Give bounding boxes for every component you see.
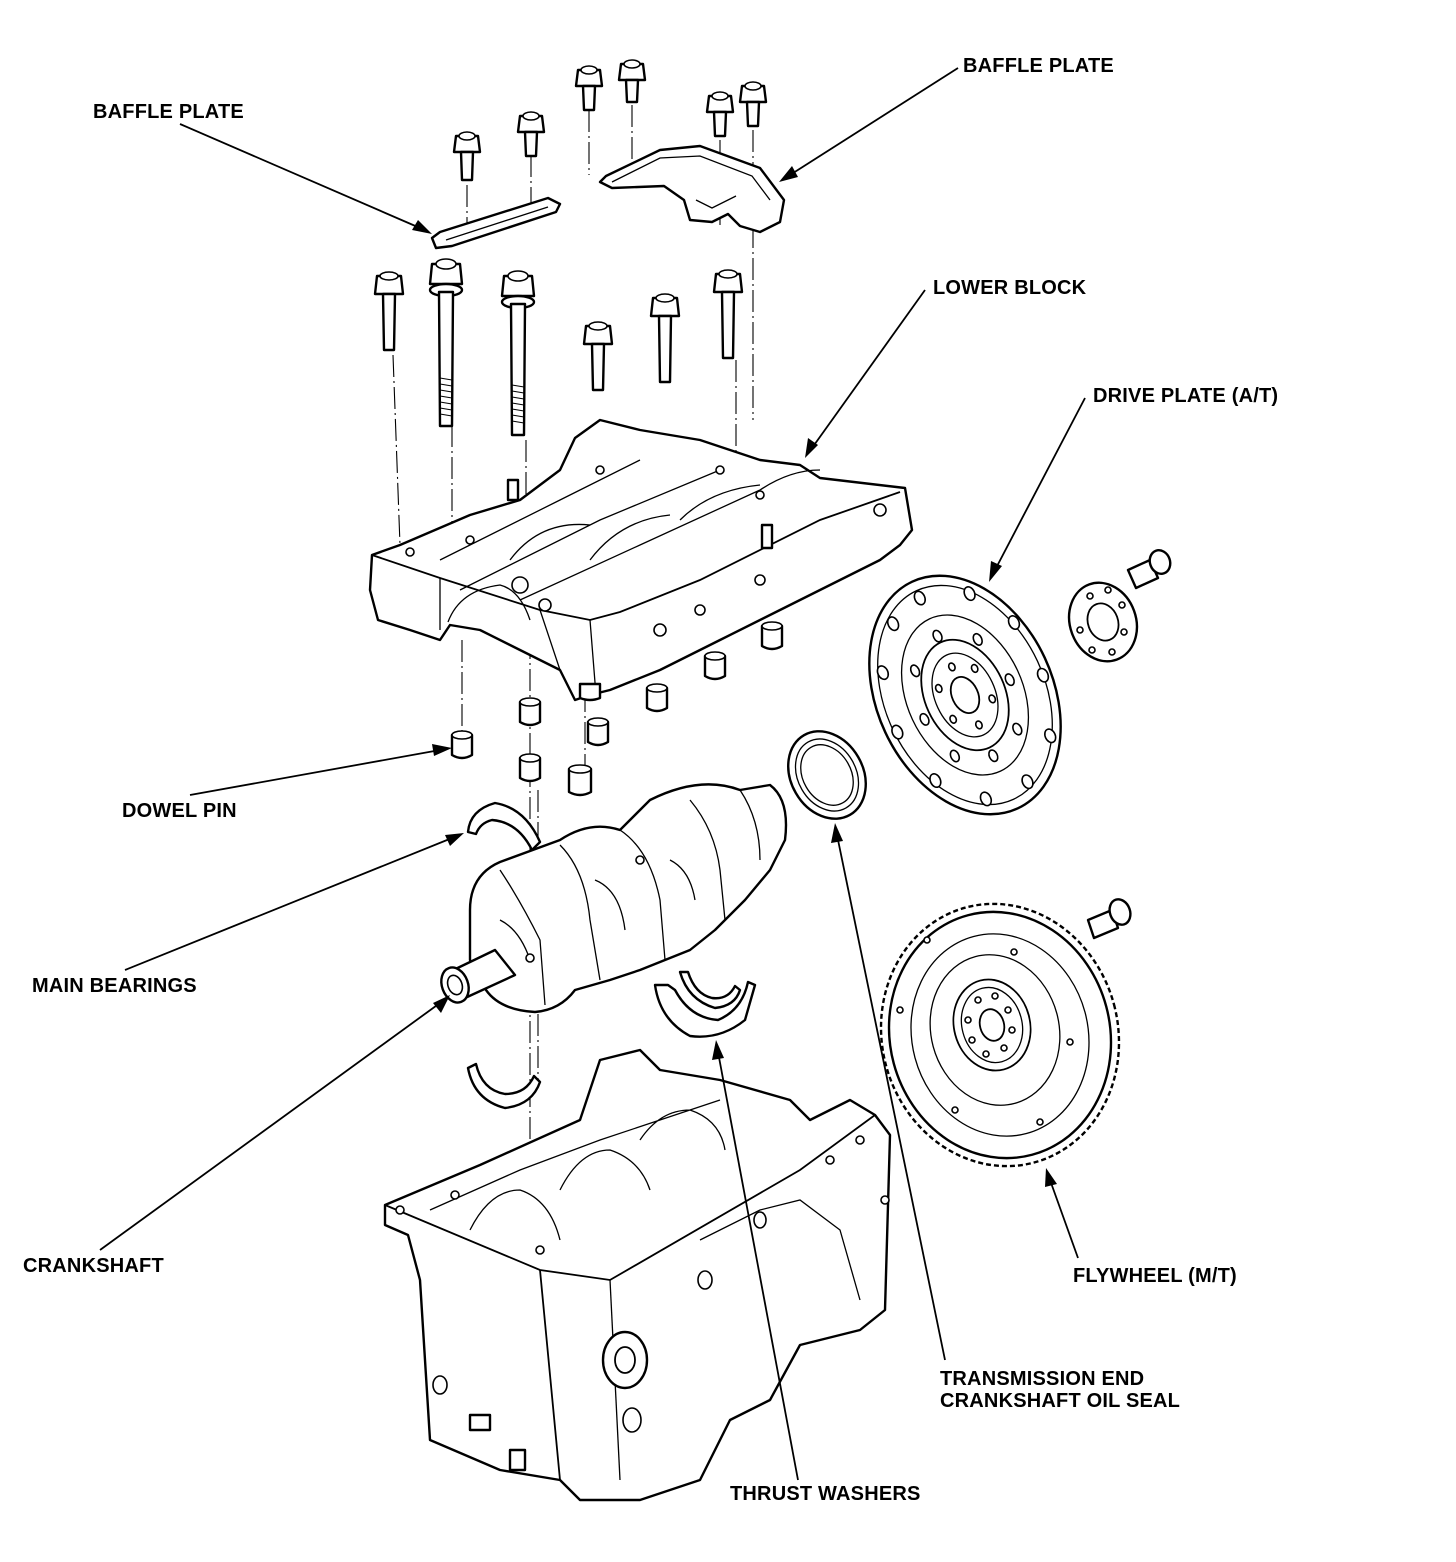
label-drive-plate: DRIVE PLATE (A/T) <box>1093 385 1279 407</box>
drive-plate-bolt <box>1126 549 1172 590</box>
baffle-plate-bolts <box>452 59 768 182</box>
label-lower-block: LOWER BLOCK <box>933 277 1087 299</box>
main-bearing-upper <box>466 801 542 852</box>
label-oil-seal-line2: CRANKSHAFT OIL SEAL <box>940 1390 1181 1412</box>
lower-block <box>368 418 914 702</box>
label-oil-seal-line1: TRANSMISSION END <box>940 1368 1145 1390</box>
label-flywheel: FLYWHEEL (M/T) <box>1073 1265 1237 1287</box>
main-bearing-lower <box>466 1062 542 1110</box>
thrust-washers <box>653 970 757 1038</box>
bolt <box>705 91 735 138</box>
crankshaft-oil-seal <box>787 730 867 820</box>
bolt <box>516 111 546 158</box>
drive-plate-holes <box>876 586 1057 807</box>
leader-lines <box>99 67 1086 1481</box>
label-crankshaft: CRANKSHAFT <box>23 1255 164 1277</box>
long-bolt <box>500 270 536 437</box>
label-baffle-plate-left: BAFFLE PLATE <box>93 101 244 123</box>
drive-plate <box>868 574 1062 816</box>
bolt <box>649 293 681 384</box>
lower-block-bolts <box>373 258 744 437</box>
label-main-bearings: MAIN BEARINGS <box>32 975 197 997</box>
engine-block <box>383 1048 892 1502</box>
drive-plate-washer <box>1067 581 1139 663</box>
bolt <box>738 81 768 128</box>
bolt <box>373 271 405 352</box>
flywheel <box>879 902 1121 1168</box>
baffle-plate-right <box>598 144 786 234</box>
dowel-pins <box>450 621 784 797</box>
label-dowel-pin: DOWEL PIN <box>122 800 237 822</box>
bolt <box>617 59 647 104</box>
bolt <box>452 131 482 182</box>
baffle-plate-left <box>430 196 562 250</box>
label-baffle-plate-right: BAFFLE PLATE <box>963 55 1114 77</box>
long-bolt <box>428 258 464 428</box>
bolt <box>574 65 604 112</box>
bolt <box>712 269 744 360</box>
crankshaft <box>440 783 788 1014</box>
flywheel-bolt <box>1086 898 1132 940</box>
label-thrust-washers: THRUST WASHERS <box>730 1483 921 1505</box>
bolt <box>582 321 614 392</box>
